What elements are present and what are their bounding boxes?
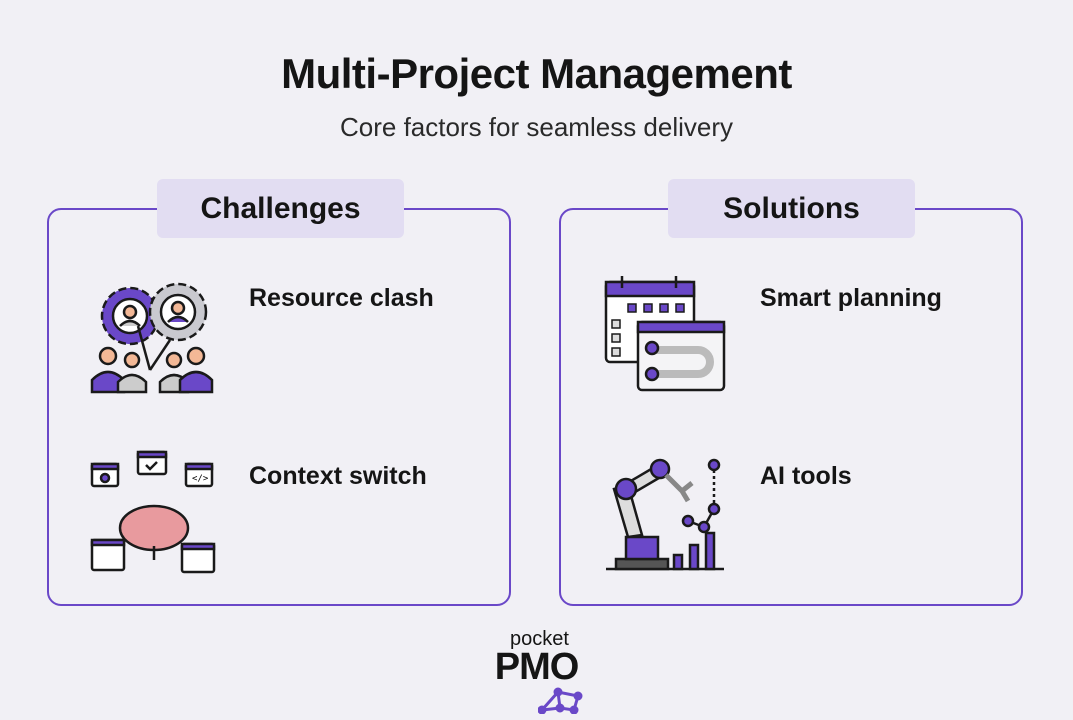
logo-network-icon <box>538 687 583 714</box>
challenge-context-switch: Context switch <box>249 462 427 490</box>
resource-clash-gears-people-icon <box>90 282 214 394</box>
calendar-roadmap-icon <box>604 276 726 392</box>
robot-arm-chart-icon <box>606 458 724 571</box>
logo-pocket-text: pocket <box>510 628 569 650</box>
logo-pmo-text: PMO <box>494 646 580 688</box>
page-subtitle: Core factors for seamless delivery <box>339 112 734 142</box>
solution-smart-planning: Smart planning <box>760 284 942 312</box>
solutions-heading: Solutions <box>668 179 915 238</box>
svg-text:</>: </> <box>192 474 209 484</box>
page-title: Multi-Project Management <box>281 50 792 97</box>
challenge-resource-clash: Resource clash <box>249 284 434 312</box>
solution-ai-tools: AI tools <box>760 462 852 490</box>
challenges-heading: Challenges <box>157 179 404 238</box>
brain-windows-icon: </> <box>90 450 216 574</box>
